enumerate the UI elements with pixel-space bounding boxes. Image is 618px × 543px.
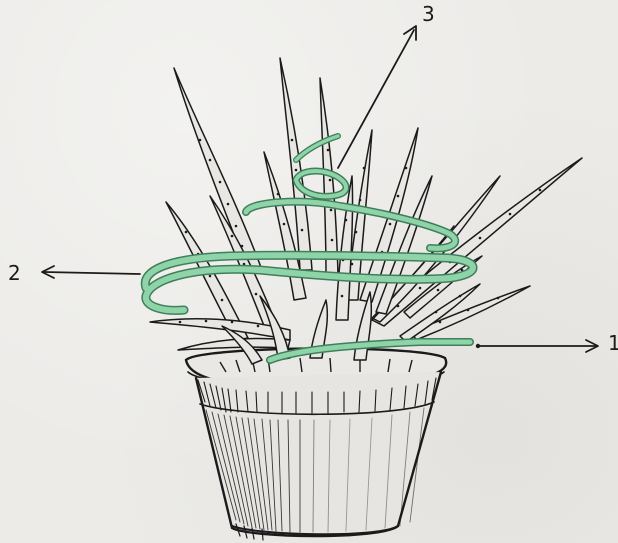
arrow-1 xyxy=(476,340,598,352)
callout-label-2: 2 xyxy=(8,263,21,283)
callout-arrows xyxy=(42,26,598,352)
callout-label-3: 3 xyxy=(422,4,435,24)
callout-label-1: 1 xyxy=(608,333,618,353)
arrow-2 xyxy=(42,266,140,278)
arrow-3 xyxy=(338,26,416,168)
pot xyxy=(186,348,446,540)
